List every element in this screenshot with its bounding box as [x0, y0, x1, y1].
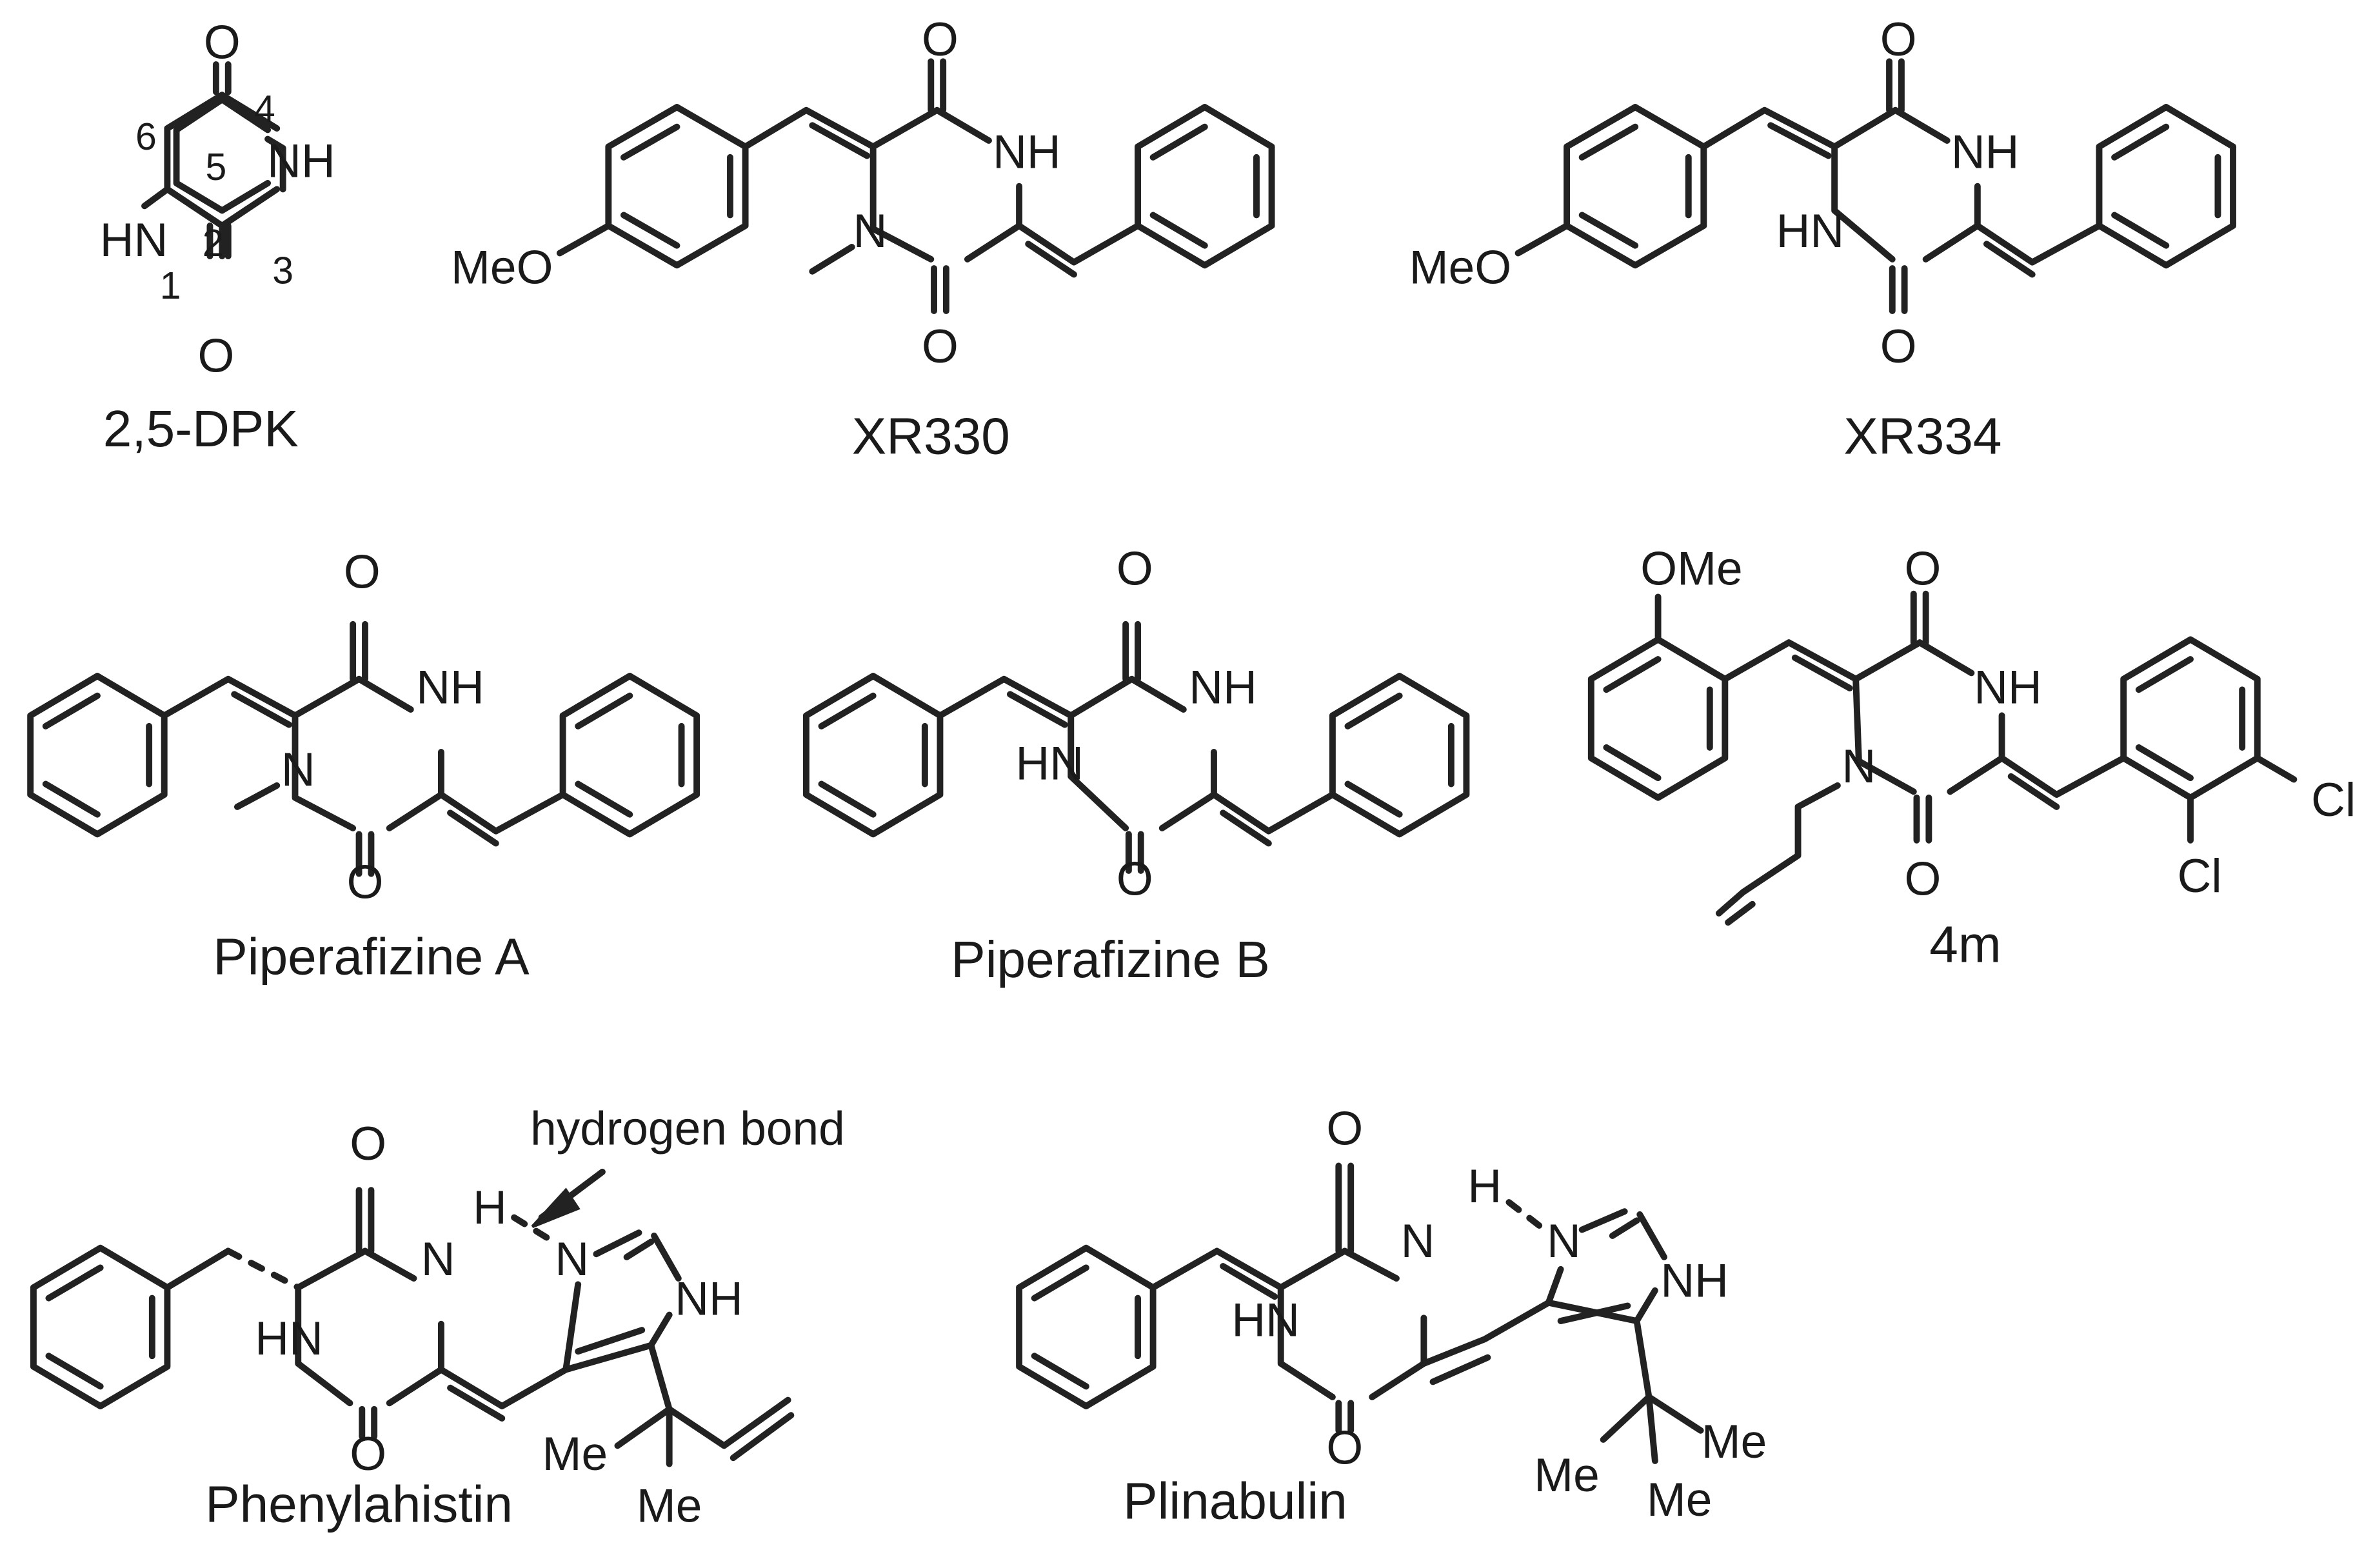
ring-position-5: 5: [205, 146, 226, 188]
atom-o: O: [204, 17, 241, 69]
atom-n: N: [421, 1233, 455, 1285]
atom-h: H: [1467, 1160, 1502, 1213]
atom-o: O: [922, 321, 958, 373]
compound-4m: OMe O NH N O Cl Cl 4m: [1587, 543, 2356, 973]
atom-me: Me: [1534, 1449, 1600, 1502]
hydrogen-bond-annotation: hydrogen bond: [530, 1102, 845, 1155]
compound-name-dpk: 2,5-DPK: [103, 399, 299, 457]
atom-hn: HN: [1231, 1295, 1300, 1347]
compound-xr330: MeO O NH N O XR330: [451, 14, 1275, 465]
atom-nh: NH: [1189, 662, 1257, 714]
atom-o: O: [350, 1118, 386, 1170]
atom-o: O: [350, 1428, 386, 1480]
atom-cl: Cl: [2178, 850, 2222, 902]
atom-nh: NH: [1974, 662, 2042, 714]
compound-name-4m: 4m: [1929, 915, 2001, 973]
atom-meo: MeO: [1409, 242, 1511, 294]
atom-nh: NH: [416, 662, 484, 714]
compound-name-piperafizine-b: Piperafizine B: [951, 930, 1270, 988]
atom-h: H: [473, 1182, 507, 1234]
atom-n: N: [555, 1233, 589, 1285]
compound-name-plinabulin: Plinabulin: [1123, 1472, 1347, 1530]
atom-o: O: [347, 856, 384, 908]
atom-nh: NH: [1660, 1255, 1729, 1307]
ring-position-6: 6: [135, 116, 157, 158]
atom-o: O: [344, 546, 381, 598]
compound-piperafizine-b: O NH HN O Piperafizine B: [802, 543, 1470, 988]
atom-me: Me: [637, 1480, 702, 1532]
atom-me: Me: [542, 1428, 608, 1480]
compound-plinabulin: O N H HN O N NH Me Me Me Plinabulin: [1016, 1102, 1767, 1530]
ring-position-3: 3: [272, 250, 293, 292]
atom-o: O: [922, 14, 958, 66]
compound-name-phenylahistin: Phenylahistin: [205, 1474, 513, 1533]
compound-xr334: MeO O NH HN O XR334: [1409, 14, 2236, 465]
atom-o: O: [197, 330, 234, 382]
atom-n: N: [1547, 1215, 1581, 1267]
atom-nh: NH: [993, 126, 1061, 178]
compound-name-xr330: XR330: [852, 407, 1010, 465]
dpk-ring: [173, 96, 272, 214]
atom-o: O: [1880, 321, 1917, 373]
atom-hn: HN: [1015, 737, 1084, 789]
atom-meo: MeO: [451, 242, 553, 294]
atom-hn: HN: [1776, 205, 1845, 257]
atom-n: N: [853, 205, 888, 257]
atom-hn: HN: [255, 1313, 323, 1365]
atom-me: Me: [1647, 1474, 1713, 1526]
atom-ome: OMe: [1640, 543, 1742, 595]
atom-o: O: [1326, 1102, 1363, 1155]
compound-name-xr334: XR334: [1843, 407, 2001, 465]
atom-o: O: [1880, 14, 1917, 66]
atom-nh: NH: [1951, 126, 2020, 178]
atom-o: O: [1905, 543, 1941, 595]
atom-n: N: [1842, 740, 1876, 793]
atom-o: O: [1117, 853, 1153, 906]
atom-nh: NH: [675, 1273, 743, 1325]
ring-position-2: 2: [203, 223, 224, 264]
compound-name-piperafizine-a: Piperafizine A: [213, 927, 530, 985]
atom-n: N: [281, 744, 315, 796]
atom-o: O: [1905, 853, 1941, 906]
compound-2-5-dpk: O NH HN O 1 2 3 4 5 6 2,5-DPK: [100, 17, 335, 457]
atom-nh: NH: [267, 135, 335, 188]
compound-piperafizine-a: O NH N O Piperafizine A: [27, 546, 700, 985]
atom-o: O: [1326, 1422, 1363, 1474]
compound-phenylahistin: O N H HN O N NH hydrogen bond Me Me Phen…: [30, 1102, 845, 1533]
atom-n: N: [1401, 1215, 1435, 1267]
atom-o: O: [1117, 543, 1153, 595]
ring-position-1: 1: [160, 265, 181, 307]
atom-cl: Cl: [2311, 774, 2356, 826]
atom-me: Me: [1702, 1416, 1767, 1468]
atom-hn: HN: [100, 214, 168, 266]
